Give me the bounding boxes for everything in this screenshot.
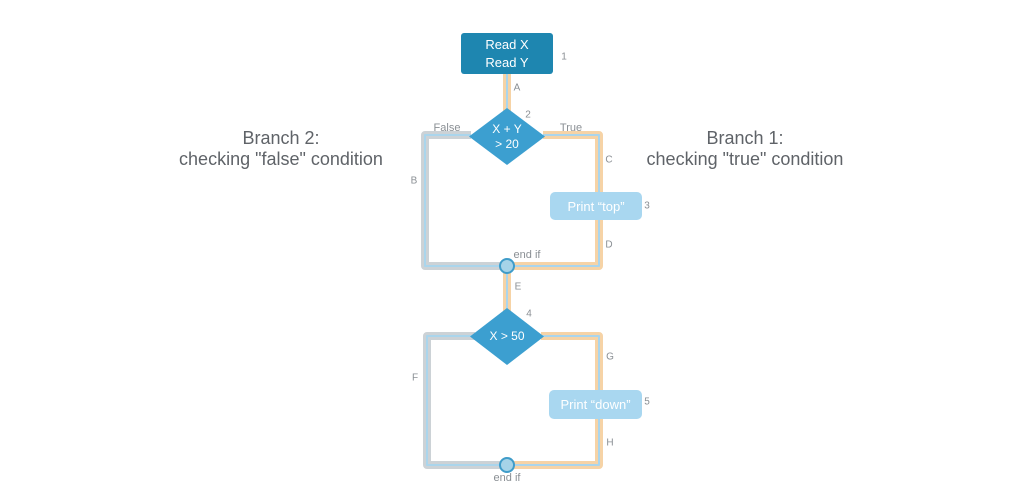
decision-1-line1: X + Y bbox=[492, 121, 522, 136]
process-node-print-down: Print “down” bbox=[549, 390, 642, 419]
edge-label-b: B bbox=[410, 175, 418, 187]
print-down-label: Print “down” bbox=[560, 397, 631, 412]
caption-branch-1-line2: checking "true" condition bbox=[646, 149, 844, 169]
caption-branch-1-line1: Branch 1: bbox=[706, 128, 784, 148]
step-number-5: 5 bbox=[644, 396, 650, 408]
edge-label-g: G bbox=[606, 351, 614, 363]
endif-junction-2 bbox=[499, 457, 515, 473]
flow-core-false-1 bbox=[424, 134, 502, 267]
caption-branch-2-line2: checking "false" condition bbox=[179, 149, 383, 169]
caption-branch-1: Branch 1: checking "true" condition bbox=[595, 128, 895, 170]
endif-label-1: end if bbox=[513, 249, 541, 261]
edge-label-c: C bbox=[605, 154, 613, 166]
read-line-2: Read Y bbox=[485, 54, 529, 70]
flow-core-false-2 bbox=[426, 335, 502, 466]
print-top-label: Print “top” bbox=[567, 198, 625, 214]
false-path-band-1 bbox=[421, 131, 502, 270]
edge-label-f: F bbox=[411, 372, 419, 384]
decision-1-line2: > 20 bbox=[495, 136, 519, 151]
step-number-4: 4 bbox=[526, 308, 532, 320]
edge-label-a: A bbox=[513, 82, 521, 94]
process-node-read: Read X Read Y bbox=[461, 33, 553, 74]
caption-branch-2-line1: Branch 2: bbox=[242, 128, 320, 148]
false-path-band-2 bbox=[423, 332, 502, 469]
read-line-1: Read X bbox=[485, 36, 529, 52]
step-number-3: 3 bbox=[644, 200, 650, 212]
edge-label-d: D bbox=[605, 239, 613, 251]
decision-2-label: X > 50 bbox=[489, 329, 525, 343]
endif-junction-1 bbox=[499, 258, 515, 274]
branch-false-label: False bbox=[433, 122, 461, 134]
edge-label-e: E bbox=[514, 281, 522, 293]
process-node-print-top: Print “top” bbox=[550, 192, 642, 220]
branch-true-label: True bbox=[559, 122, 583, 134]
edge-label-h: H bbox=[606, 437, 614, 449]
step-number-1: 1 bbox=[561, 51, 567, 63]
endif-label-2: end if bbox=[493, 472, 521, 484]
step-number-2: 2 bbox=[525, 109, 531, 121]
caption-branch-2: Branch 2: checking "false" condition bbox=[131, 128, 431, 170]
